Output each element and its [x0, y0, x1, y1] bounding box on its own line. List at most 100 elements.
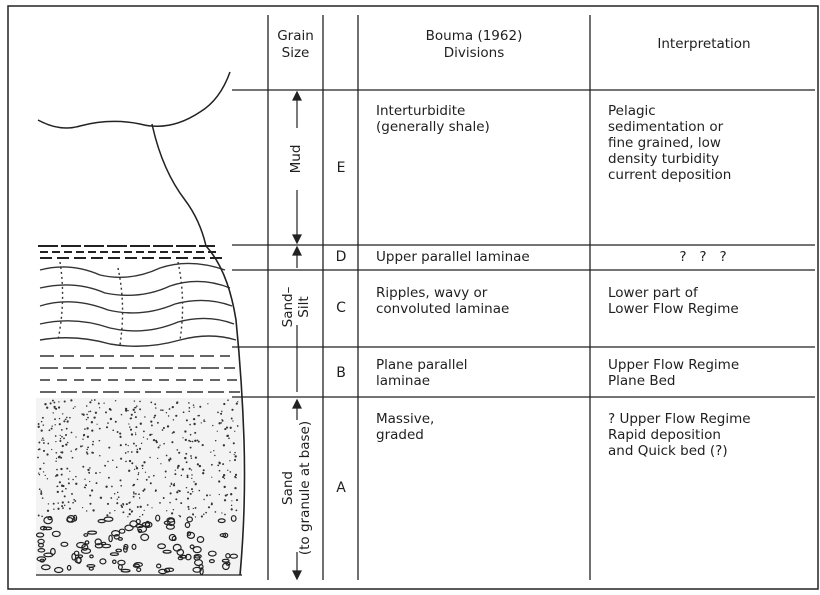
sand-grain — [47, 443, 49, 445]
sand-grain — [125, 408, 127, 410]
sand-grain — [105, 411, 107, 413]
sand-grain — [59, 481, 61, 483]
sand-grain — [153, 439, 155, 441]
sand-grain — [207, 403, 208, 404]
sand-grain — [68, 501, 70, 503]
sand-grain — [82, 507, 83, 508]
sand-grain — [173, 509, 174, 510]
sand-grain — [72, 502, 74, 504]
sand-grain — [38, 426, 40, 428]
sand-grain — [88, 411, 89, 412]
sand-grain — [128, 423, 129, 424]
sand-grain — [193, 508, 194, 509]
sand-grain — [43, 439, 44, 440]
sand-grain — [59, 423, 61, 425]
sand-grain — [80, 445, 82, 447]
sand-grain — [150, 402, 152, 404]
sand-grain — [114, 493, 116, 495]
sand-grain — [211, 477, 212, 478]
sand-grain — [123, 504, 124, 505]
sand-grain — [109, 512, 111, 514]
sand-grain — [70, 399, 72, 401]
sand-grain — [67, 421, 69, 423]
sand-grain — [53, 503, 55, 505]
row-code-d: D — [324, 249, 358, 265]
sand-grain — [126, 503, 128, 505]
sand-grain — [133, 496, 135, 498]
sand-grain — [140, 423, 142, 425]
sand-grain — [226, 435, 228, 437]
sand-grain — [179, 490, 181, 492]
sand-grain — [201, 422, 202, 423]
sand-grain — [229, 451, 230, 452]
sand-grain — [146, 479, 148, 481]
row-code-c: C — [324, 300, 358, 316]
sand-grain — [54, 418, 56, 420]
interpretation-d: ? ? ? — [608, 249, 798, 265]
sand-grain — [55, 461, 56, 462]
sand-grain — [39, 488, 41, 490]
sand-grain — [127, 410, 128, 411]
interpretation-c: Lower part of Lower Flow Regime — [608, 285, 813, 317]
sand-grain — [166, 510, 167, 511]
sand-grain — [215, 440, 217, 442]
sand-grain — [236, 499, 238, 501]
sand-grain — [86, 510, 87, 511]
sand-grain — [52, 400, 54, 402]
sand-grain — [187, 498, 189, 500]
sand-grain — [230, 427, 232, 429]
sand-grain — [73, 499, 75, 501]
sand-grain — [135, 493, 137, 495]
sand-grain — [116, 466, 118, 468]
sand-grain — [129, 509, 131, 511]
sand-grain — [138, 474, 139, 475]
sand-grain — [43, 471, 44, 472]
sand-grain — [62, 413, 63, 414]
sand-grain — [130, 417, 132, 419]
sand-grain — [38, 423, 40, 425]
sand-grain — [169, 408, 171, 410]
sand-grain — [128, 445, 129, 446]
sand-grain — [135, 416, 137, 418]
sand-grain — [42, 497, 44, 499]
sand-grain — [134, 407, 135, 408]
sand-grain — [173, 419, 174, 420]
sand-grain — [52, 426, 53, 427]
sand-grain — [138, 472, 140, 474]
sand-grain — [144, 416, 145, 417]
sand-grain — [184, 457, 186, 459]
sand-grain — [176, 491, 178, 493]
sand-grain — [202, 444, 204, 446]
bed-b-laminae — [40, 356, 240, 392]
sand-grain — [60, 452, 61, 453]
sand-grain — [231, 418, 233, 420]
row-code-a: A — [324, 480, 358, 496]
sand-grain — [51, 449, 52, 450]
sand-grain — [188, 440, 190, 442]
sand-grain — [134, 400, 135, 401]
grain-label-mud: Mud — [288, 139, 306, 179]
sand-grain — [87, 446, 89, 448]
sand-grain — [38, 472, 39, 473]
sand-grain — [177, 465, 179, 467]
sand-grain — [89, 503, 91, 505]
sand-grain — [38, 449, 40, 451]
division-e: Interturbidite (generally shale) — [376, 103, 586, 135]
sand-grain — [99, 455, 100, 456]
sand-grain — [231, 500, 232, 501]
sand-grain — [49, 429, 51, 431]
sand-grain — [86, 419, 87, 420]
sand-grain — [99, 440, 101, 442]
sand-grain — [72, 479, 74, 481]
sand-grain — [220, 413, 222, 415]
sand-grain — [221, 512, 222, 513]
sand-grain — [202, 472, 204, 474]
sand-grain — [135, 432, 136, 433]
sand-grain — [56, 458, 57, 459]
sand-grain — [108, 477, 110, 479]
sand-grain — [197, 439, 199, 441]
row-code-e: E — [324, 160, 358, 176]
sand-grain — [219, 494, 220, 495]
sand-grain — [138, 493, 140, 495]
sand-grain — [153, 475, 155, 477]
